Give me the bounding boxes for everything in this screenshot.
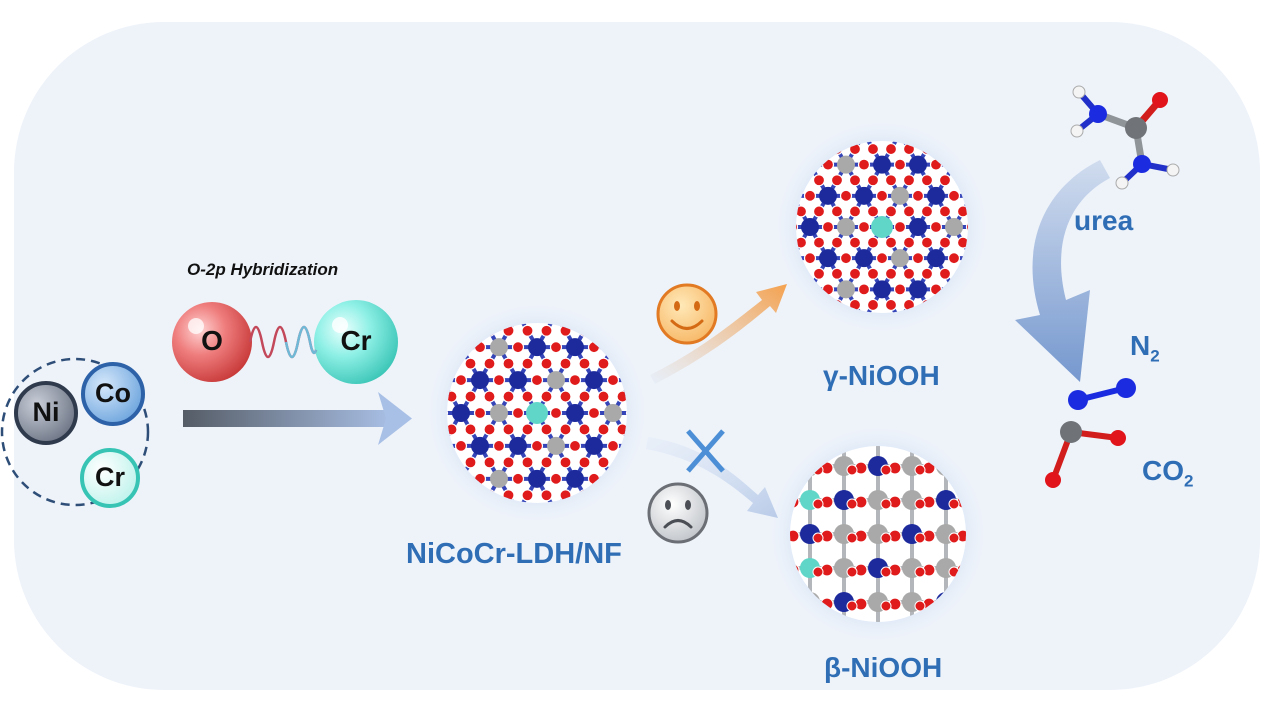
synthesis-arrow [183,392,412,445]
cr-ion-label: Cr [94,462,125,492]
co2-molecule [1045,421,1126,488]
n2-subscript: 2 [1150,346,1160,366]
ni-ion [14,381,78,445]
co2-text: CO [1142,455,1184,486]
hybridization-illustration [172,300,398,384]
co2-label: CO2 [1142,455,1193,492]
smiley-face-icon [656,283,718,345]
ni-ion-label: Ni [32,397,60,427]
ldh-structure [425,301,649,525]
co2-subscript: 2 [1184,471,1194,491]
favorable-pathway-arrow [650,284,787,384]
o-atom-label: O [201,325,223,356]
urea-molecule [1070,85,1180,190]
urea-label: urea [1074,205,1134,236]
cr-ion [80,448,140,508]
x-cross-icon [686,429,725,473]
beta-niooh-structure [768,424,988,644]
n2-molecule [1068,378,1136,410]
hybridization-label: O-2p Hybridization [187,260,339,279]
gamma-niooh-structure [774,119,990,335]
cr-atom-label: Cr [340,325,372,356]
co-ion [81,362,145,426]
urea-oxidation-arrow [1015,160,1110,382]
frowning-face-icon [647,482,709,544]
n2-label: N2 [1130,330,1160,367]
precursor-cluster [0,357,150,508]
n2-text: N [1130,330,1151,361]
beta-niooh-label: β-NiOOH [824,652,943,683]
gamma-niooh-label: γ-NiOOH [823,360,940,391]
ldh-label: NiCoCr-LDH/NF [406,538,622,570]
unfavorable-pathway-arrow [646,437,778,518]
co-ion-label: Co [95,378,131,408]
